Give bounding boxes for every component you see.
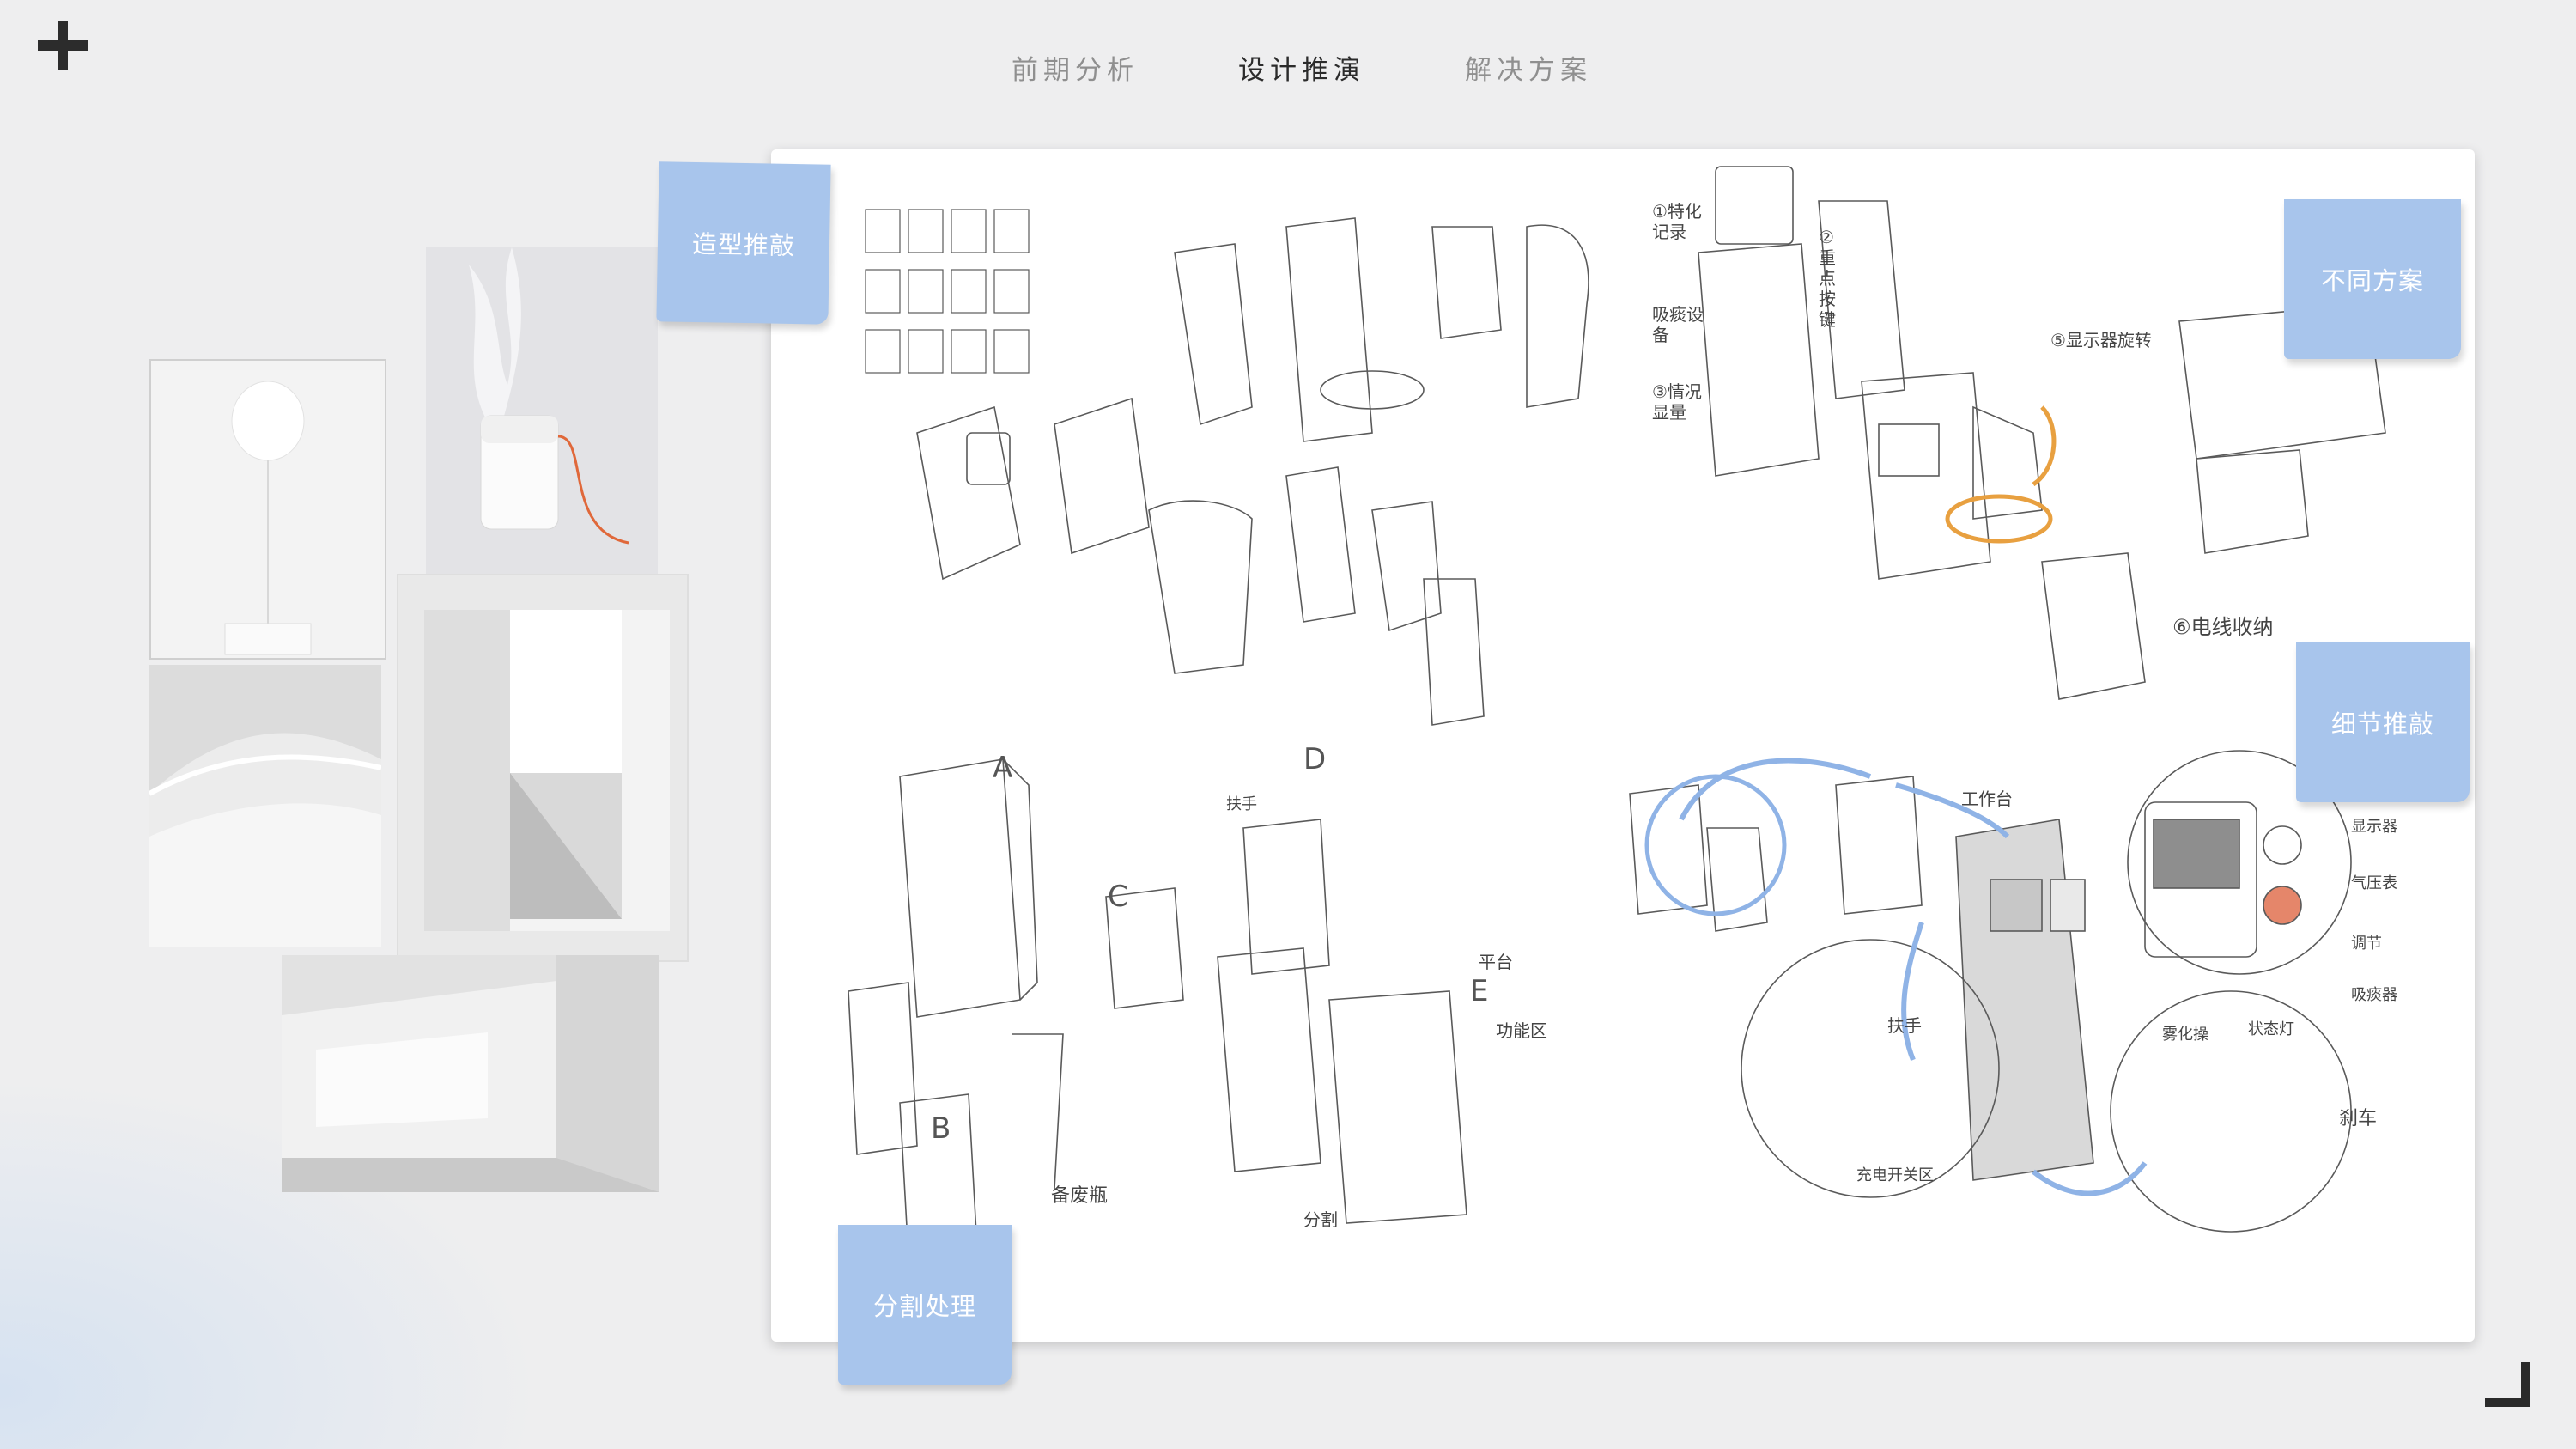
tab-solution[interactable]: 解决方案	[1465, 55, 1592, 86]
balloon-photo	[149, 359, 386, 660]
top-nav: 前期分析 设计推演 解决方案	[0, 48, 2576, 91]
label-option-d: D	[1303, 742, 1327, 776]
label-waste-bottle: 备废瓶	[1051, 1185, 1109, 1207]
note-different-schemes: 不同方案	[2284, 199, 2461, 359]
cart-sketches-2	[1698, 166, 2386, 700]
label-option-e: E	[1470, 974, 1489, 1008]
label-status-light: 状态灯	[2248, 1020, 2294, 1038]
label-key-buttons: ②重点按键	[1819, 227, 1836, 330]
label-pressure-gauge: 气压表	[2351, 874, 2397, 892]
label-platform: 平台	[1479, 952, 1513, 972]
label-situation-volume: ③情况显量	[1652, 381, 1702, 423]
sketch-drawings	[848, 166, 2386, 1258]
label-cable-storage: ⑥电线收纳	[2172, 615, 2274, 639]
label-option-c: C	[1108, 880, 1128, 914]
arc-room-photo	[149, 665, 381, 947]
label-suction: 吸痰器	[2351, 986, 2397, 1004]
white-corridor-photo	[397, 574, 689, 962]
label-charge-switch: 充电开关区	[1856, 1166, 1934, 1184]
cart-sketches-3	[848, 758, 1467, 1258]
label-option-b: B	[931, 1111, 951, 1146]
label-function-area: 功能区	[1496, 1020, 1547, 1041]
label-nebulizer: 雾化操	[2162, 1026, 2208, 1044]
label-brake: 刹车	[2339, 1108, 2378, 1129]
interior-wall-photo	[282, 955, 659, 1192]
corner-mark-icon	[2485, 1362, 2530, 1407]
label-special-record: ①特化记录	[1652, 201, 1702, 242]
label-suction-device: 吸痰设备	[1652, 304, 1704, 345]
sketch-sheet: ①特化记录 ②重点按键 吸痰设备 ③情况显量 ⑤显示器旋转 ⑥电线收纳 A B …	[771, 149, 2475, 1342]
humidifier-photo	[426, 247, 658, 575]
note-detail-study: 细节推敲	[2296, 642, 2470, 802]
tab-design-deduction[interactable]: 设计推演	[1238, 55, 1365, 86]
note-split-treatment: 分割处理	[838, 1225, 1012, 1385]
label-monitor: 显示器	[2351, 818, 2397, 836]
note-shape-study: 造型推敲	[656, 161, 831, 325]
label-display-rotation: ⑤显示器旋转	[2050, 330, 2152, 350]
label-split: 分割	[1303, 1209, 1338, 1230]
label-workbench: 工作台	[1961, 788, 2013, 809]
thumbnail-grid	[865, 209, 1030, 374]
label-option-a: A	[993, 751, 1013, 785]
cart-sketches-4	[1629, 750, 2352, 1233]
label-handrail-d: 扶手	[1887, 1015, 1922, 1036]
tab-preliminary-analysis[interactable]: 前期分析	[1012, 55, 1139, 86]
cart-sketches-1	[916, 217, 1589, 726]
label-handrail-b: 扶手	[1226, 795, 1257, 813]
plus-icon[interactable]	[38, 21, 88, 70]
label-adjust: 调节	[2351, 935, 2382, 953]
